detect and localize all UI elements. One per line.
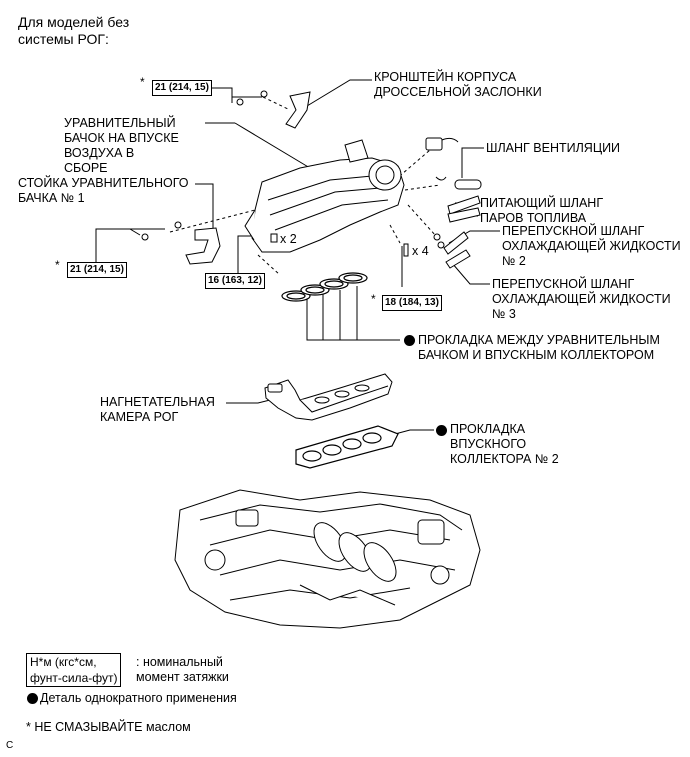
leader-bracket bbox=[306, 79, 372, 107]
vent-hose-part bbox=[454, 179, 482, 190]
leader-egr bbox=[226, 399, 271, 404]
leader-stay bbox=[195, 183, 214, 228]
legend-no-oil-text: * НЕ СМАЗЫВАЙТЕ маслом bbox=[26, 720, 191, 734]
egr-chamber-part bbox=[264, 373, 393, 421]
legend-unit-text: : номинальный момент затяжки bbox=[136, 655, 229, 684]
throttle-bracket-part bbox=[236, 90, 311, 129]
label-gasket-surge: ПРОКЛАДКА МЕЖДУ УРАВНИТЕЛЬНЫМ БАЧКОМ И В… bbox=[418, 333, 660, 362]
non-reusable-icon bbox=[436, 425, 447, 436]
page-header: Для моделей без системы РОГ: bbox=[18, 14, 130, 47]
connector-part bbox=[425, 137, 459, 181]
torque-box-1: 21 (214, 15) bbox=[152, 80, 212, 96]
qty-x2: x 2 bbox=[280, 232, 297, 246]
no-oil-star: * bbox=[140, 75, 145, 89]
label-fuel-vapor-hose: ПИТАЮЩИЙ ШЛАНГ ПАРОВ ТОПЛИВА bbox=[480, 196, 604, 225]
leader-gasket-surge bbox=[306, 296, 400, 341]
label-surge-tank-stay: СТОЙКА УРАВНИТЕЛЬНОГО БАЧКА № 1 bbox=[18, 176, 189, 205]
torque-box-2: 21 (214, 15) bbox=[67, 262, 127, 278]
label-throttle-bracket: КРОНШТЕЙН КОРПУСА ДРОССЕЛЬНОЙ ЗАСЛОНКИ bbox=[374, 70, 542, 99]
label-surge-tank: УРАВНИТЕЛЬНЫЙ БАЧОК НА ВПУСКЕ ВОЗДУХА В … bbox=[64, 116, 179, 175]
torque-box-4: 18 (184, 13) bbox=[382, 295, 442, 311]
torque-box-3: 16 (163, 12) bbox=[205, 273, 265, 289]
leader-surge-tank-b bbox=[234, 122, 311, 169]
qty-x4: x 4 bbox=[412, 244, 429, 258]
label-water-bypass-2: ПЕРЕПУСКНОЙ ШЛАНГ ОХЛАЖДАЮЩЕЙ ЖИДКОСТИ №… bbox=[502, 224, 681, 268]
label-egr-chamber: НАГНЕТАТЕЛЬНАЯ КАМЕРА РОГ bbox=[100, 395, 215, 424]
non-reusable-icon bbox=[404, 335, 415, 346]
stay-part bbox=[141, 221, 221, 265]
gasket-surge-part bbox=[281, 272, 368, 302]
leader-vent bbox=[461, 147, 484, 178]
legend-unit-box: Н*м (кгс*см, фунт-сила-фут) bbox=[26, 653, 122, 687]
water-bypass-hoses-part bbox=[433, 231, 471, 269]
legend-non-reusable-text: Деталь однократного применения bbox=[40, 691, 237, 705]
no-oil-star: * bbox=[55, 258, 60, 272]
no-oil-star: * bbox=[371, 292, 376, 306]
label-vent-hose: ШЛАНГ ВЕНТИЛЯЦИИ bbox=[486, 141, 621, 155]
legend-non-reusable-icon bbox=[27, 693, 38, 704]
engine-block-part bbox=[174, 489, 481, 629]
fuel-vapor-hose-part bbox=[447, 195, 481, 223]
leader-wb3 bbox=[451, 262, 490, 285]
label-gasket-manifold: ПРОКЛАДКА ВПУСКНОГО КОЛЛЕКТОРА № 2 bbox=[450, 422, 559, 466]
surge-tank-part bbox=[244, 139, 405, 253]
leader-gasket-manifold bbox=[394, 429, 434, 435]
figure-code: C bbox=[6, 740, 14, 751]
gasket-manifold-part bbox=[295, 425, 399, 469]
bolt-marks bbox=[270, 233, 409, 257]
label-water-bypass-3: ПЕРЕПУСКНОЙ ШЛАНГ ОХЛАЖДАЮЩЕЙ ЖИДКОСТИ №… bbox=[492, 277, 671, 321]
